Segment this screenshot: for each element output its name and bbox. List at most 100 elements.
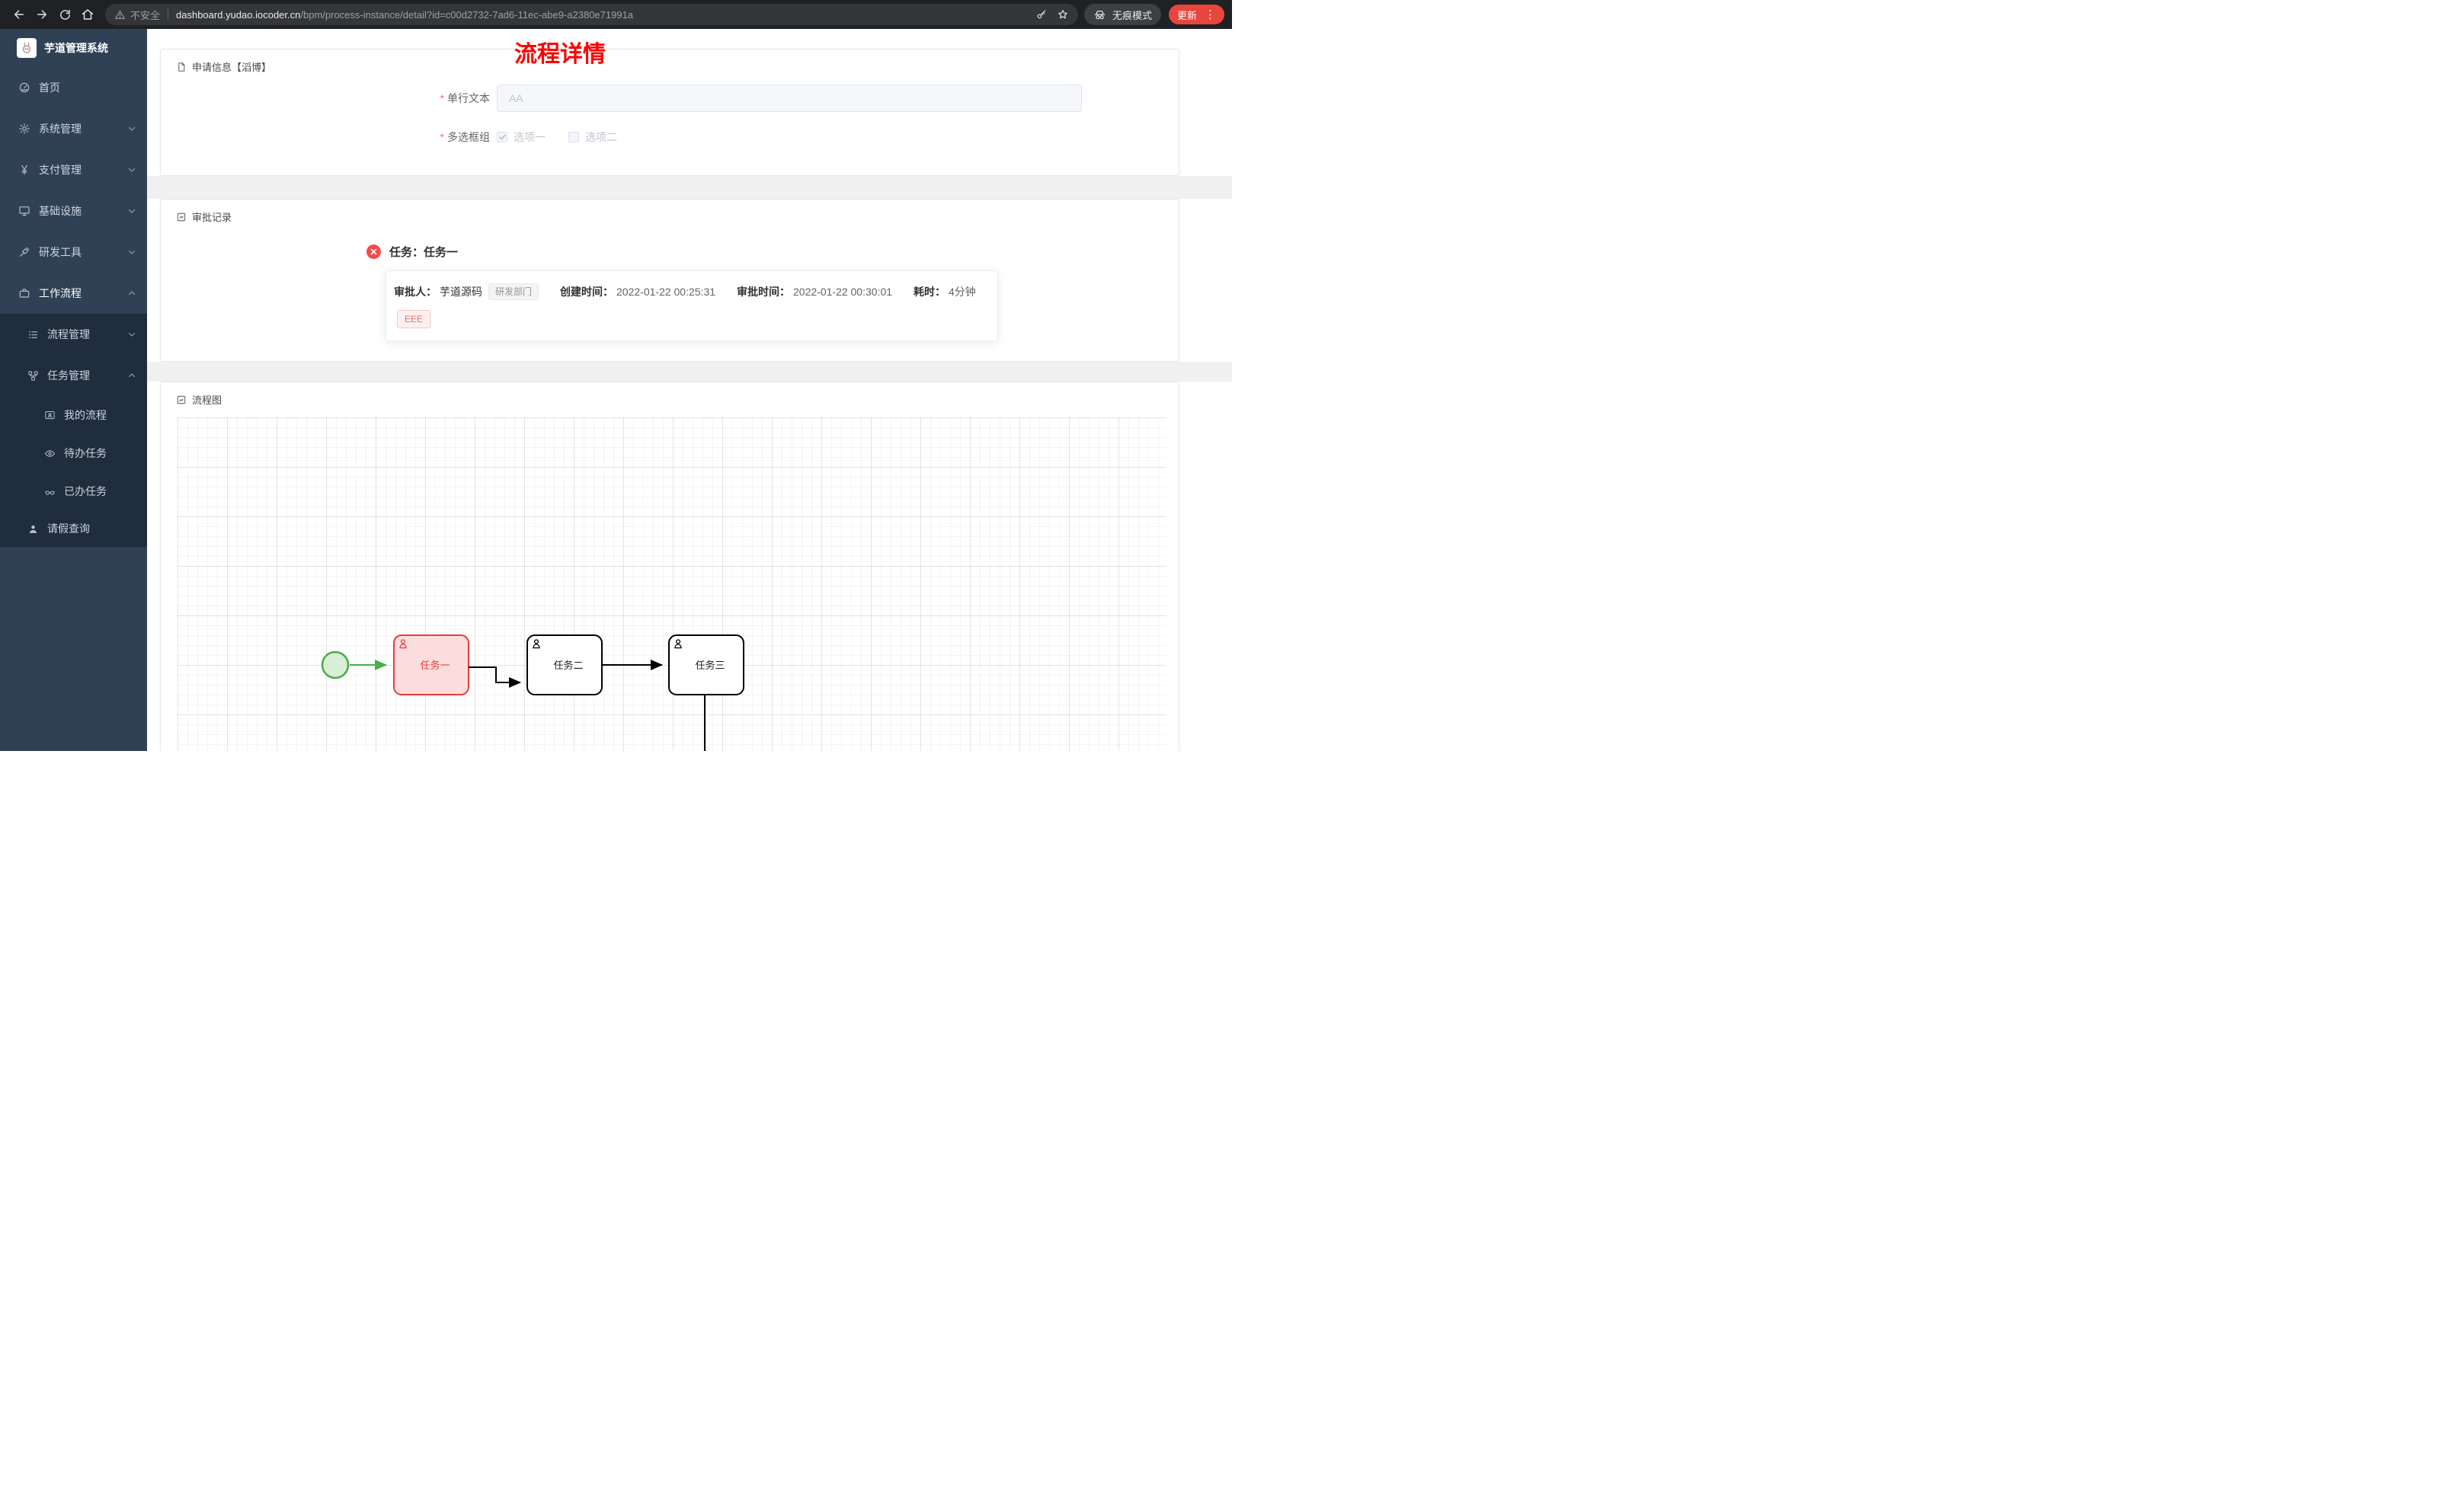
monitor-icon — [18, 205, 30, 217]
reload-button[interactable] — [53, 3, 76, 26]
chevron-down-icon — [127, 124, 136, 133]
process-diagram-card-header: 流程图 — [161, 382, 1179, 407]
approval-timeline: 任务：任务一 审批人： 芋道源码 研发部门 创建时间： 2022-01-22 0… — [161, 224, 1179, 361]
dashboard-icon — [18, 81, 30, 94]
sidebar-item-label: 工作流程 — [39, 287, 82, 299]
url-text: dashboard.yudao.iocoder.cn/bpm/process-i… — [176, 9, 633, 21]
task-node-3[interactable] — [668, 634, 744, 695]
main-content: 流程详情 申请信息【滔博】 *单行文本 *多选框组 选项一 — [147, 29, 1232, 751]
sidebar-item-task-mgmt[interactable]: 任务管理 — [0, 355, 147, 396]
security-label: 不安全 — [130, 9, 161, 21]
user-task-icon — [533, 639, 540, 649]
chevron-down-icon — [127, 206, 136, 216]
app-window: 芋道管理系统 首页 系统管理 支付管理 基础设施 — [0, 29, 1232, 751]
checkbox-field-row: *多选框组 选项一 选项二 — [161, 129, 1179, 145]
required-mark: * — [440, 131, 444, 143]
person-screen-icon — [44, 410, 56, 421]
incognito-label: 无痕模式 — [1112, 9, 1152, 21]
sidebar-item-label: 支付管理 — [39, 164, 82, 176]
yen-icon — [18, 164, 30, 176]
task-title: 任务：任务一 — [389, 246, 459, 259]
incognito-badge: 无痕模式 — [1083, 4, 1161, 25]
browser-menu-icon[interactable]: ⋮ — [1205, 8, 1216, 21]
approver-label: 审批人： — [394, 286, 437, 298]
apply-info-card-title: 申请信息【滔博】 — [192, 62, 272, 73]
sidebar-item-workflow[interactable]: 工作流程 — [0, 273, 147, 314]
approval-record-card-header: 审批记录 — [161, 200, 1179, 224]
approver-name: 芋道源码 — [440, 286, 482, 298]
department-tag: 研发部门 — [488, 283, 539, 300]
sidebar-item-payment[interactable]: 支付管理 — [0, 149, 147, 190]
workflow-submenu: 流程管理 任务管理 我的流程 待办任务 — [0, 314, 147, 547]
chevron-up-icon — [127, 371, 136, 380]
list-icon — [27, 329, 39, 340]
sidebar-item-process-mgmt[interactable]: 流程管理 — [0, 314, 147, 355]
sidebar-item-label: 首页 — [39, 81, 60, 94]
process-diagram-card: 流程图 任务一 — [160, 382, 1179, 751]
sidebar-item-label: 研发工具 — [39, 246, 82, 258]
approved-time-label: 审批时间： — [737, 286, 791, 298]
sidebar-item-leave-query[interactable]: 请假查询 — [0, 510, 147, 547]
checkbox-option-label: 选项二 — [585, 131, 617, 143]
sidebar-item-label: 已办任务 — [64, 485, 107, 497]
sidebar-item-system[interactable]: 系统管理 — [0, 108, 147, 149]
sidebar-item-devtools[interactable]: 研发工具 — [0, 232, 147, 273]
tools-icon — [18, 246, 30, 258]
bookmark-star-button[interactable] — [1052, 4, 1074, 25]
approved-time-value: 2022-01-22 00:30:01 — [793, 286, 893, 298]
flow-nodes-icon — [27, 370, 39, 382]
sidebar-item-infra[interactable]: 基础设施 — [0, 190, 147, 232]
app-title: 芋道管理系统 — [44, 42, 108, 54]
required-mark: * — [440, 92, 444, 104]
sidebar-item-my-process[interactable]: 我的流程 — [0, 396, 147, 434]
created-time-label: 创建时间： — [560, 286, 614, 298]
approval-record-card: 审批记录 任务：任务一 审批人： 芋道源码 研发部门 创建时间： 2022-01… — [160, 199, 1179, 362]
browser-update-button[interactable]: 更新 ⋮ — [1168, 5, 1224, 24]
bpmn-diagram: 任务一 任务二 任务三 — [321, 634, 744, 751]
checkbox-option-1[interactable]: 选项一 — [497, 129, 546, 145]
task-node-label: 任务二 — [553, 660, 583, 671]
approval-detail-line: 审批人： 芋道源码 研发部门 创建时间： 2022-01-22 00:25:31… — [394, 283, 990, 300]
start-event-node[interactable] — [321, 650, 350, 679]
user-task-icon — [674, 639, 682, 649]
checkbox-option-2[interactable]: 选项二 — [568, 129, 617, 145]
sidebar-item-done-tasks[interactable]: 已办任务 — [0, 472, 147, 510]
approval-detail-card: 审批人： 芋道源码 研发部门 创建时间： 2022-01-22 00:25:31… — [386, 270, 998, 341]
duration-value: 4分钟 — [949, 286, 976, 298]
glasses-icon — [44, 486, 56, 497]
card-gap — [147, 176, 1232, 199]
back-button[interactable] — [8, 3, 30, 26]
incognito-icon — [1094, 10, 1106, 19]
password-key-button[interactable] — [1031, 4, 1052, 25]
checkbox-option-label: 选项一 — [514, 131, 546, 143]
home-icon — [82, 9, 94, 20]
text-field-row: *单行文本 — [161, 85, 1179, 112]
bpmn-canvas[interactable]: 任务一 任务二 任务三 — [178, 417, 1166, 751]
diagram-icon — [176, 395, 187, 405]
user-task-icon — [399, 639, 407, 649]
update-label: 更新 — [1176, 9, 1197, 21]
sidebar-item-todo-tasks[interactable]: 待办任务 — [0, 434, 147, 472]
sidebar-item-home[interactable]: 首页 — [0, 67, 147, 108]
person-icon — [27, 523, 39, 535]
record-icon — [176, 212, 187, 222]
task-node-1[interactable] — [393, 634, 469, 695]
sidebar-item-label: 我的流程 — [64, 409, 107, 421]
sidebar-item-label: 请假查询 — [47, 523, 90, 535]
security-chip[interactable]: 不安全 — [114, 8, 160, 22]
app-logo[interactable]: 芋道管理系统 — [0, 29, 147, 67]
text-field-label: *单行文本 — [440, 92, 490, 104]
star-icon — [1058, 10, 1067, 19]
forward-button[interactable] — [30, 3, 53, 26]
browser-chrome: 不安全 dashboard.yudao.iocoder.cn/bpm/proce… — [0, 0, 1232, 29]
single-line-text-input[interactable] — [497, 85, 1082, 112]
forward-icon — [37, 10, 46, 19]
apply-form: *单行文本 *多选框组 选项一 选项二 — [161, 85, 1179, 175]
address-bar[interactable]: 不安全 dashboard.yudao.iocoder.cn/bpm/proce… — [105, 4, 1078, 25]
home-button[interactable] — [76, 3, 99, 26]
apply-info-card-header: 申请信息【滔博】 — [161, 50, 1179, 74]
url-host: dashboard.yudao.iocoder.cn — [176, 8, 301, 21]
checkbox-checked-icon — [497, 132, 507, 142]
checkbox-field-label: *多选框组 — [440, 131, 490, 143]
task-node-label: 任务一 — [420, 660, 450, 671]
